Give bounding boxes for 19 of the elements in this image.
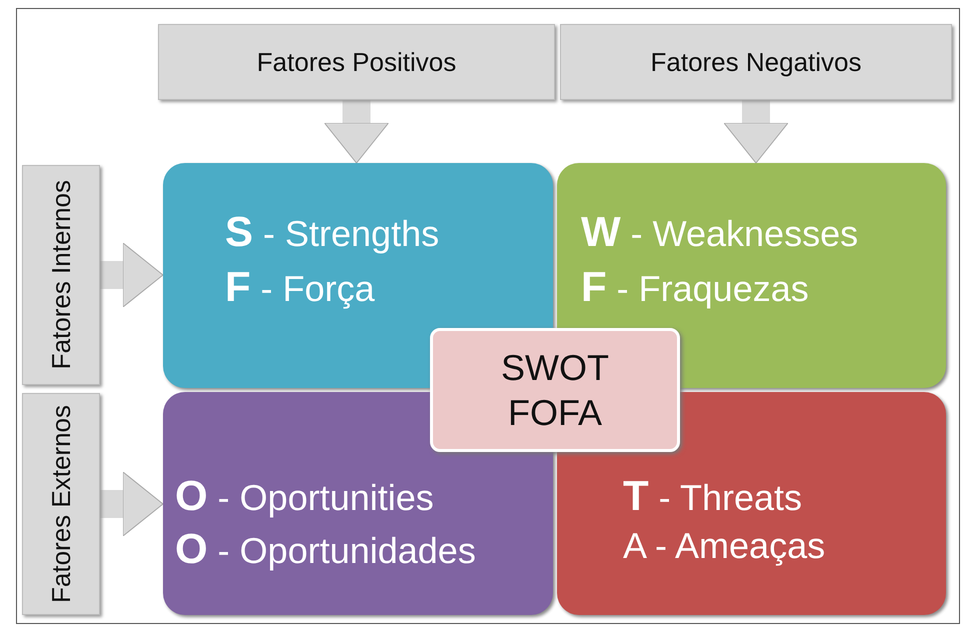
- header-label: Fatores Externos: [46, 405, 76, 603]
- side-header-box: [22, 165, 100, 385]
- side-header-box: [22, 393, 100, 615]
- header-box: Fatores Positivos: [158, 24, 555, 100]
- header-label: Fatores Internos: [46, 180, 76, 370]
- quadrant-label: O - Oportunidades: [175, 525, 476, 573]
- quadrant-label: W - Weaknesses: [581, 208, 858, 256]
- arrow: [324, 99, 389, 164]
- arrow: [100, 472, 164, 536]
- arrow: [724, 99, 788, 164]
- quadrant-label: F - Força: [225, 263, 375, 311]
- quadrant-label: F - Fraquezas: [581, 263, 809, 311]
- arrow: [100, 242, 164, 308]
- header-box: Fatores Negativos: [560, 24, 952, 100]
- quadrant-label: T - Threats: [623, 472, 802, 520]
- quadrant-label: O - Oportunities: [175, 472, 434, 520]
- center-box: SWOT FOFA: [430, 328, 680, 452]
- quadrant-label: S - Strengths: [225, 208, 440, 256]
- quadrant-label: A - Ameaças: [623, 525, 826, 567]
